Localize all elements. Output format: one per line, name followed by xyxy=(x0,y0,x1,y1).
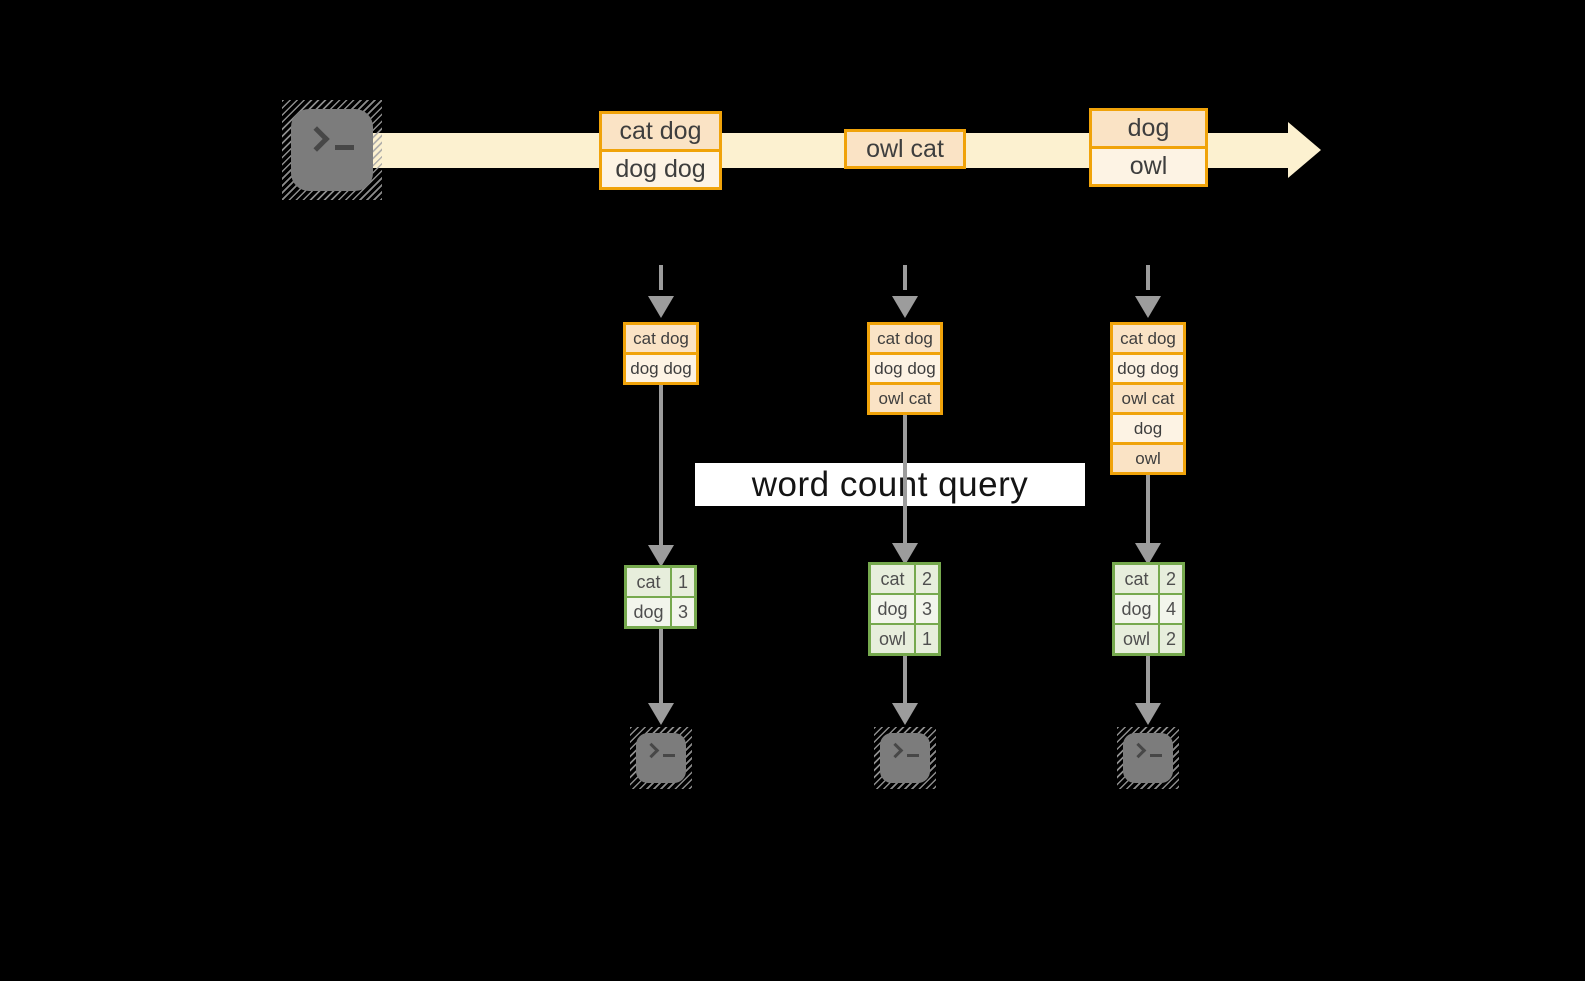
stack-row: cat dog xyxy=(1110,322,1186,355)
connector-line xyxy=(1146,475,1150,543)
arrowhead-icon xyxy=(1135,543,1161,565)
sink-terminal-icon-1 xyxy=(630,727,692,789)
count-table-2: cat 2 dog 3 owl 1 xyxy=(868,562,941,656)
count-cell: 2 xyxy=(1160,625,1182,653)
terminal-screen xyxy=(636,733,686,783)
arrowhead-icon xyxy=(1135,703,1161,725)
stream-event-box-3: dog owl xyxy=(1089,108,1208,187)
connector-line xyxy=(659,385,663,545)
prompt-cursor-icon xyxy=(335,145,354,150)
connector-line xyxy=(903,415,907,543)
event-stack-2: cat dog dog dog owl cat xyxy=(867,322,943,415)
arrowhead-icon xyxy=(648,703,674,725)
stream-event-box-1: cat dog dog dog xyxy=(599,111,722,190)
prompt-chevron-icon xyxy=(1130,742,1147,759)
dashed-arrow-line xyxy=(903,265,907,290)
count-table-1: cat 1 dog 3 xyxy=(624,565,697,629)
stack-row: owl cat xyxy=(1110,382,1186,415)
arrowhead-icon xyxy=(648,545,674,567)
terminal-prompt-icon xyxy=(887,742,919,759)
stream-arrowhead-icon xyxy=(1288,122,1321,178)
count-cell: 1 xyxy=(672,568,694,596)
word-cell: owl xyxy=(871,625,914,653)
dashed-arrowhead-icon xyxy=(892,296,918,318)
prompt-chevron-icon xyxy=(887,742,904,759)
terminal-screen xyxy=(880,733,930,783)
stack-row: dog dog xyxy=(867,352,943,385)
word-cell: owl xyxy=(1115,625,1158,653)
dashed-arrowhead-icon xyxy=(1135,296,1161,318)
terminal-prompt-icon xyxy=(1130,742,1162,759)
stack-row: cat dog xyxy=(623,322,699,355)
event-stack-1: cat dog dog dog xyxy=(623,322,699,385)
dashed-arrow-line xyxy=(659,265,663,290)
word-cell: dog xyxy=(871,595,914,623)
stream-event-row: dog dog xyxy=(599,149,722,190)
count-cell: 2 xyxy=(1160,565,1182,593)
dashed-arrowhead-icon xyxy=(648,296,674,318)
stream-event-row: owl xyxy=(1089,146,1208,187)
prompt-cursor-icon xyxy=(907,754,919,757)
connector-line xyxy=(659,629,663,703)
terminal-prompt-icon xyxy=(643,742,675,759)
stack-row: dog dog xyxy=(623,352,699,385)
count-cell: 3 xyxy=(916,595,938,623)
count-cell: 3 xyxy=(672,598,694,626)
stream-event-row: dog xyxy=(1089,108,1208,149)
query-banner: word count query xyxy=(695,463,1085,506)
stream-event-row: owl cat xyxy=(844,129,966,169)
stack-row: dog dog xyxy=(1110,352,1186,385)
event-stack-3: cat dog dog dog owl cat dog owl xyxy=(1110,322,1186,475)
word-cell: dog xyxy=(1115,595,1158,623)
terminal-screen xyxy=(291,109,373,191)
word-cell: cat xyxy=(627,568,670,596)
query-banner-label: word count query xyxy=(751,464,1029,504)
stack-row: cat dog xyxy=(867,322,943,355)
word-cell: cat xyxy=(871,565,914,593)
source-terminal-icon xyxy=(282,100,382,200)
count-table-3: cat 2 dog 4 owl 2 xyxy=(1112,562,1185,656)
sink-terminal-icon-3 xyxy=(1117,727,1179,789)
count-cell: 2 xyxy=(916,565,938,593)
stream-event-box-2: owl cat xyxy=(844,129,966,169)
prompt-chevron-icon xyxy=(643,742,660,759)
stack-row: dog xyxy=(1110,412,1186,445)
terminal-prompt-icon xyxy=(304,126,354,152)
stream-event-row: cat dog xyxy=(599,111,722,152)
count-cell: 4 xyxy=(1160,595,1182,623)
dashed-arrow-line xyxy=(1146,265,1150,290)
arrowhead-icon xyxy=(892,543,918,565)
connector-line xyxy=(903,656,907,703)
word-cell: cat xyxy=(1115,565,1158,593)
prompt-chevron-icon xyxy=(304,126,330,152)
stack-row: owl cat xyxy=(867,382,943,415)
prompt-cursor-icon xyxy=(663,754,675,757)
connector-line xyxy=(1146,656,1150,703)
stack-row: owl xyxy=(1110,442,1186,475)
sink-terminal-icon-2 xyxy=(874,727,936,789)
prompt-cursor-icon xyxy=(1150,754,1162,757)
count-cell: 1 xyxy=(916,625,938,653)
word-cell: dog xyxy=(627,598,670,626)
arrowhead-icon xyxy=(892,703,918,725)
terminal-screen xyxy=(1123,733,1173,783)
